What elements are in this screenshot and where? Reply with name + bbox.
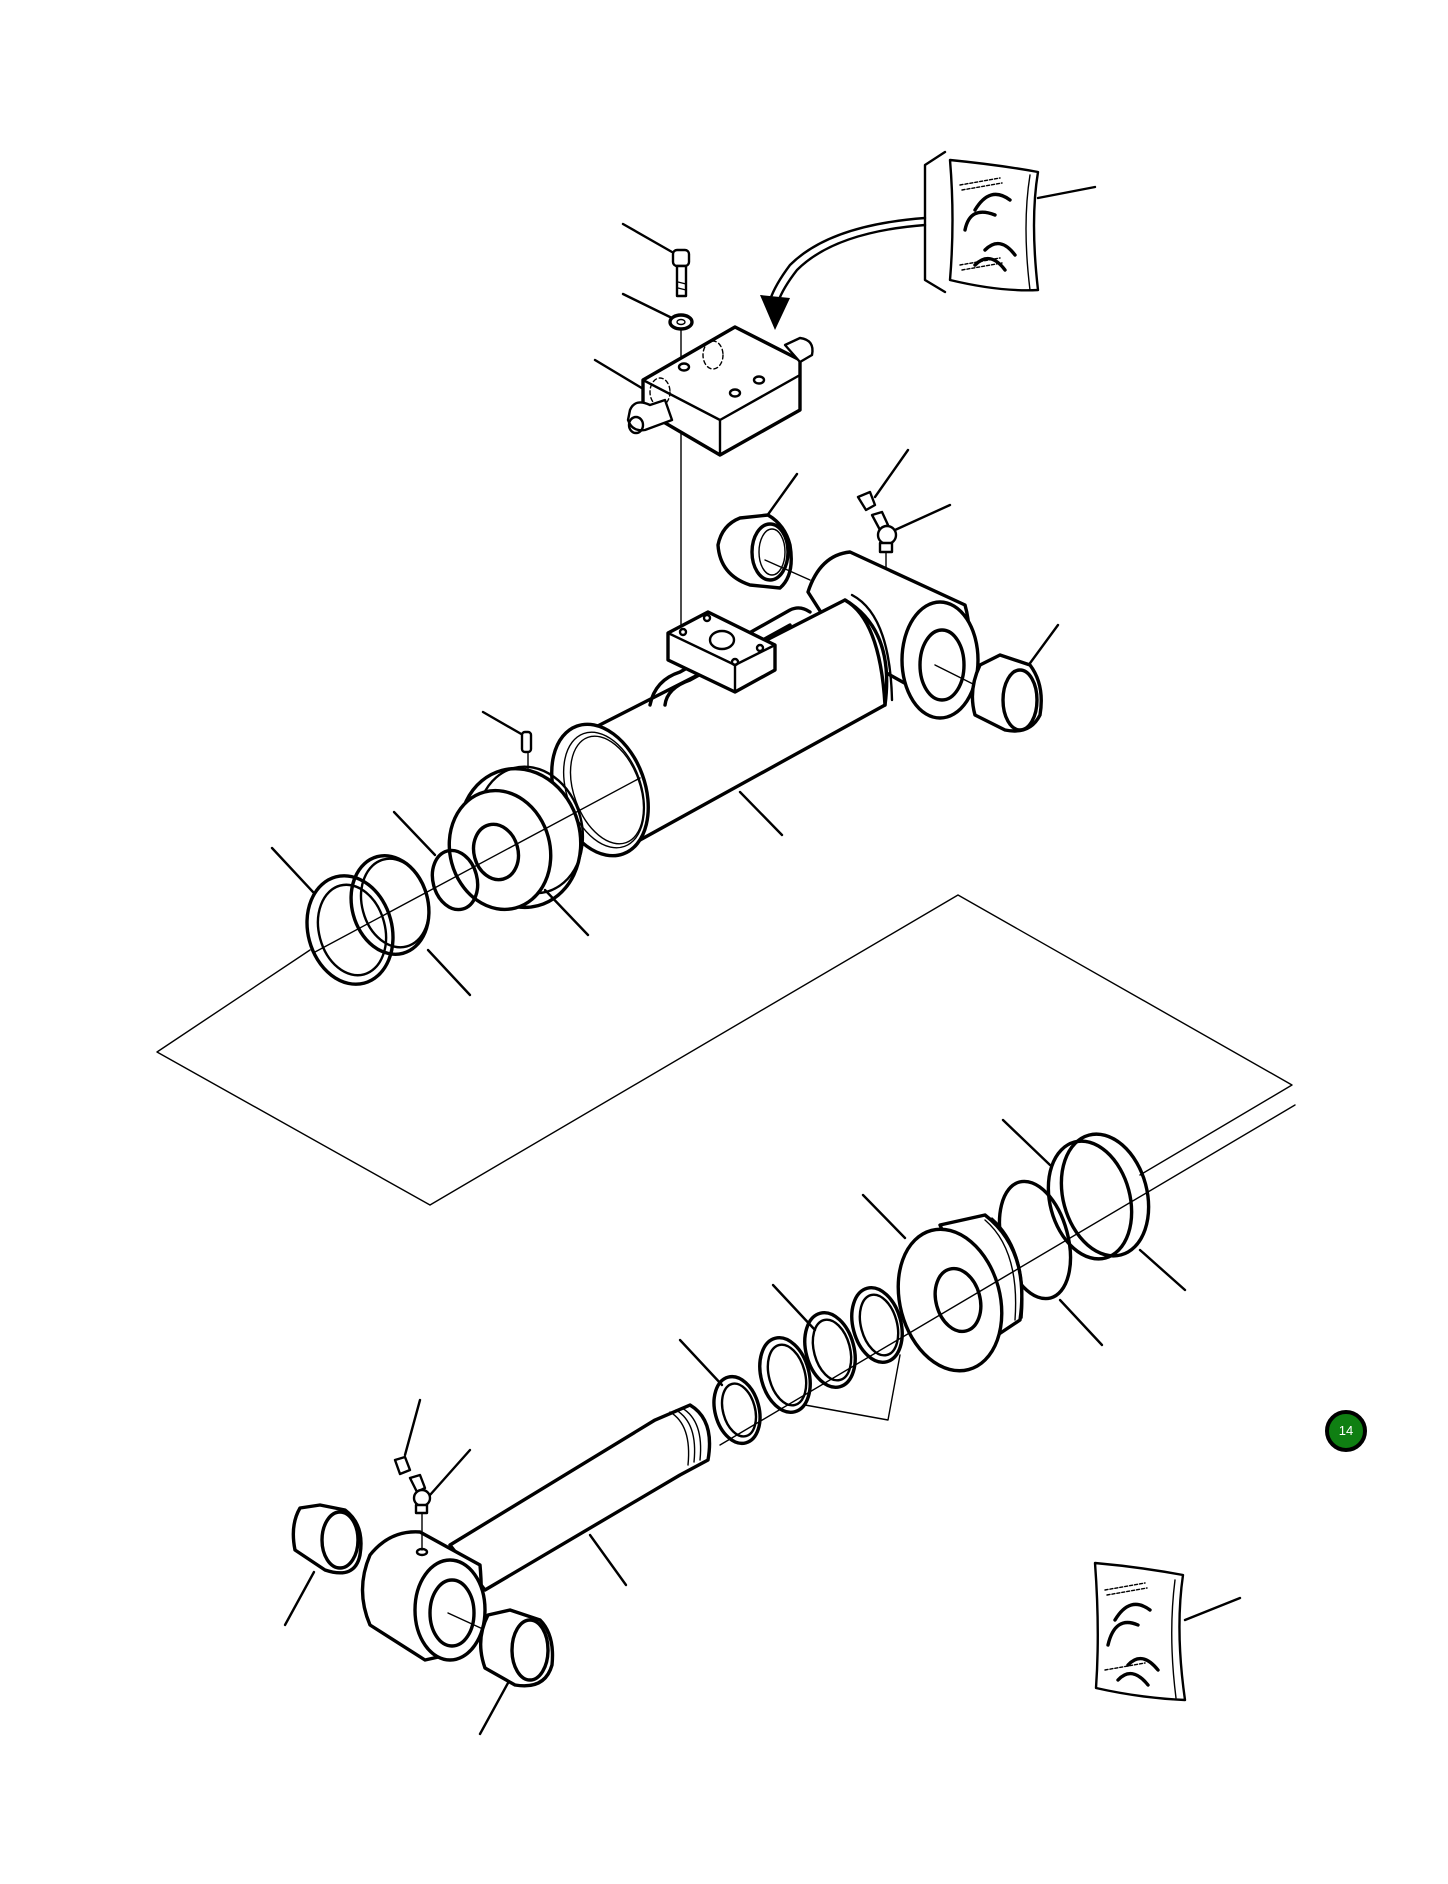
seal-ring-icon — [758, 1336, 812, 1414]
curved-arrow-icon — [760, 216, 927, 330]
seal-ring-icon — [850, 1286, 904, 1364]
barrel-eye-icon — [806, 550, 980, 720]
bushing-icon — [283, 1503, 363, 1627]
valve-block-icon — [593, 325, 814, 641]
rod-eye-icon — [360, 1530, 487, 1662]
bushing-icon — [716, 472, 811, 590]
piston-rod-icon — [448, 1403, 712, 1592]
group-leader-lines — [804, 1354, 901, 1421]
seal-kit-icon[interactable] — [923, 150, 1097, 294]
center-axis — [314, 777, 641, 953]
o-ring-icon — [392, 810, 480, 912]
bushing-icon — [478, 1608, 555, 1736]
center-axis — [719, 1104, 1296, 1446]
wiper-seal-icon — [270, 846, 395, 986]
connector-outline — [156, 894, 1293, 1206]
grease-fitting-icon — [393, 1398, 472, 1551]
wear-ring-icon — [1001, 1118, 1187, 1292]
page-number-badge[interactable]: 14 — [1325, 1410, 1367, 1452]
washer-icon — [621, 292, 694, 331]
cap-screw-icon — [621, 222, 691, 298]
seal-ring-icon — [771, 1283, 857, 1389]
bushing-icon — [970, 623, 1060, 733]
piston-icon — [861, 1193, 1024, 1373]
backup-ring-icon — [349, 854, 472, 997]
nut-seal-icon — [678, 1338, 762, 1446]
cylinder-barrel-icon — [550, 593, 894, 858]
seal-kit-icon[interactable] — [1093, 1561, 1242, 1702]
